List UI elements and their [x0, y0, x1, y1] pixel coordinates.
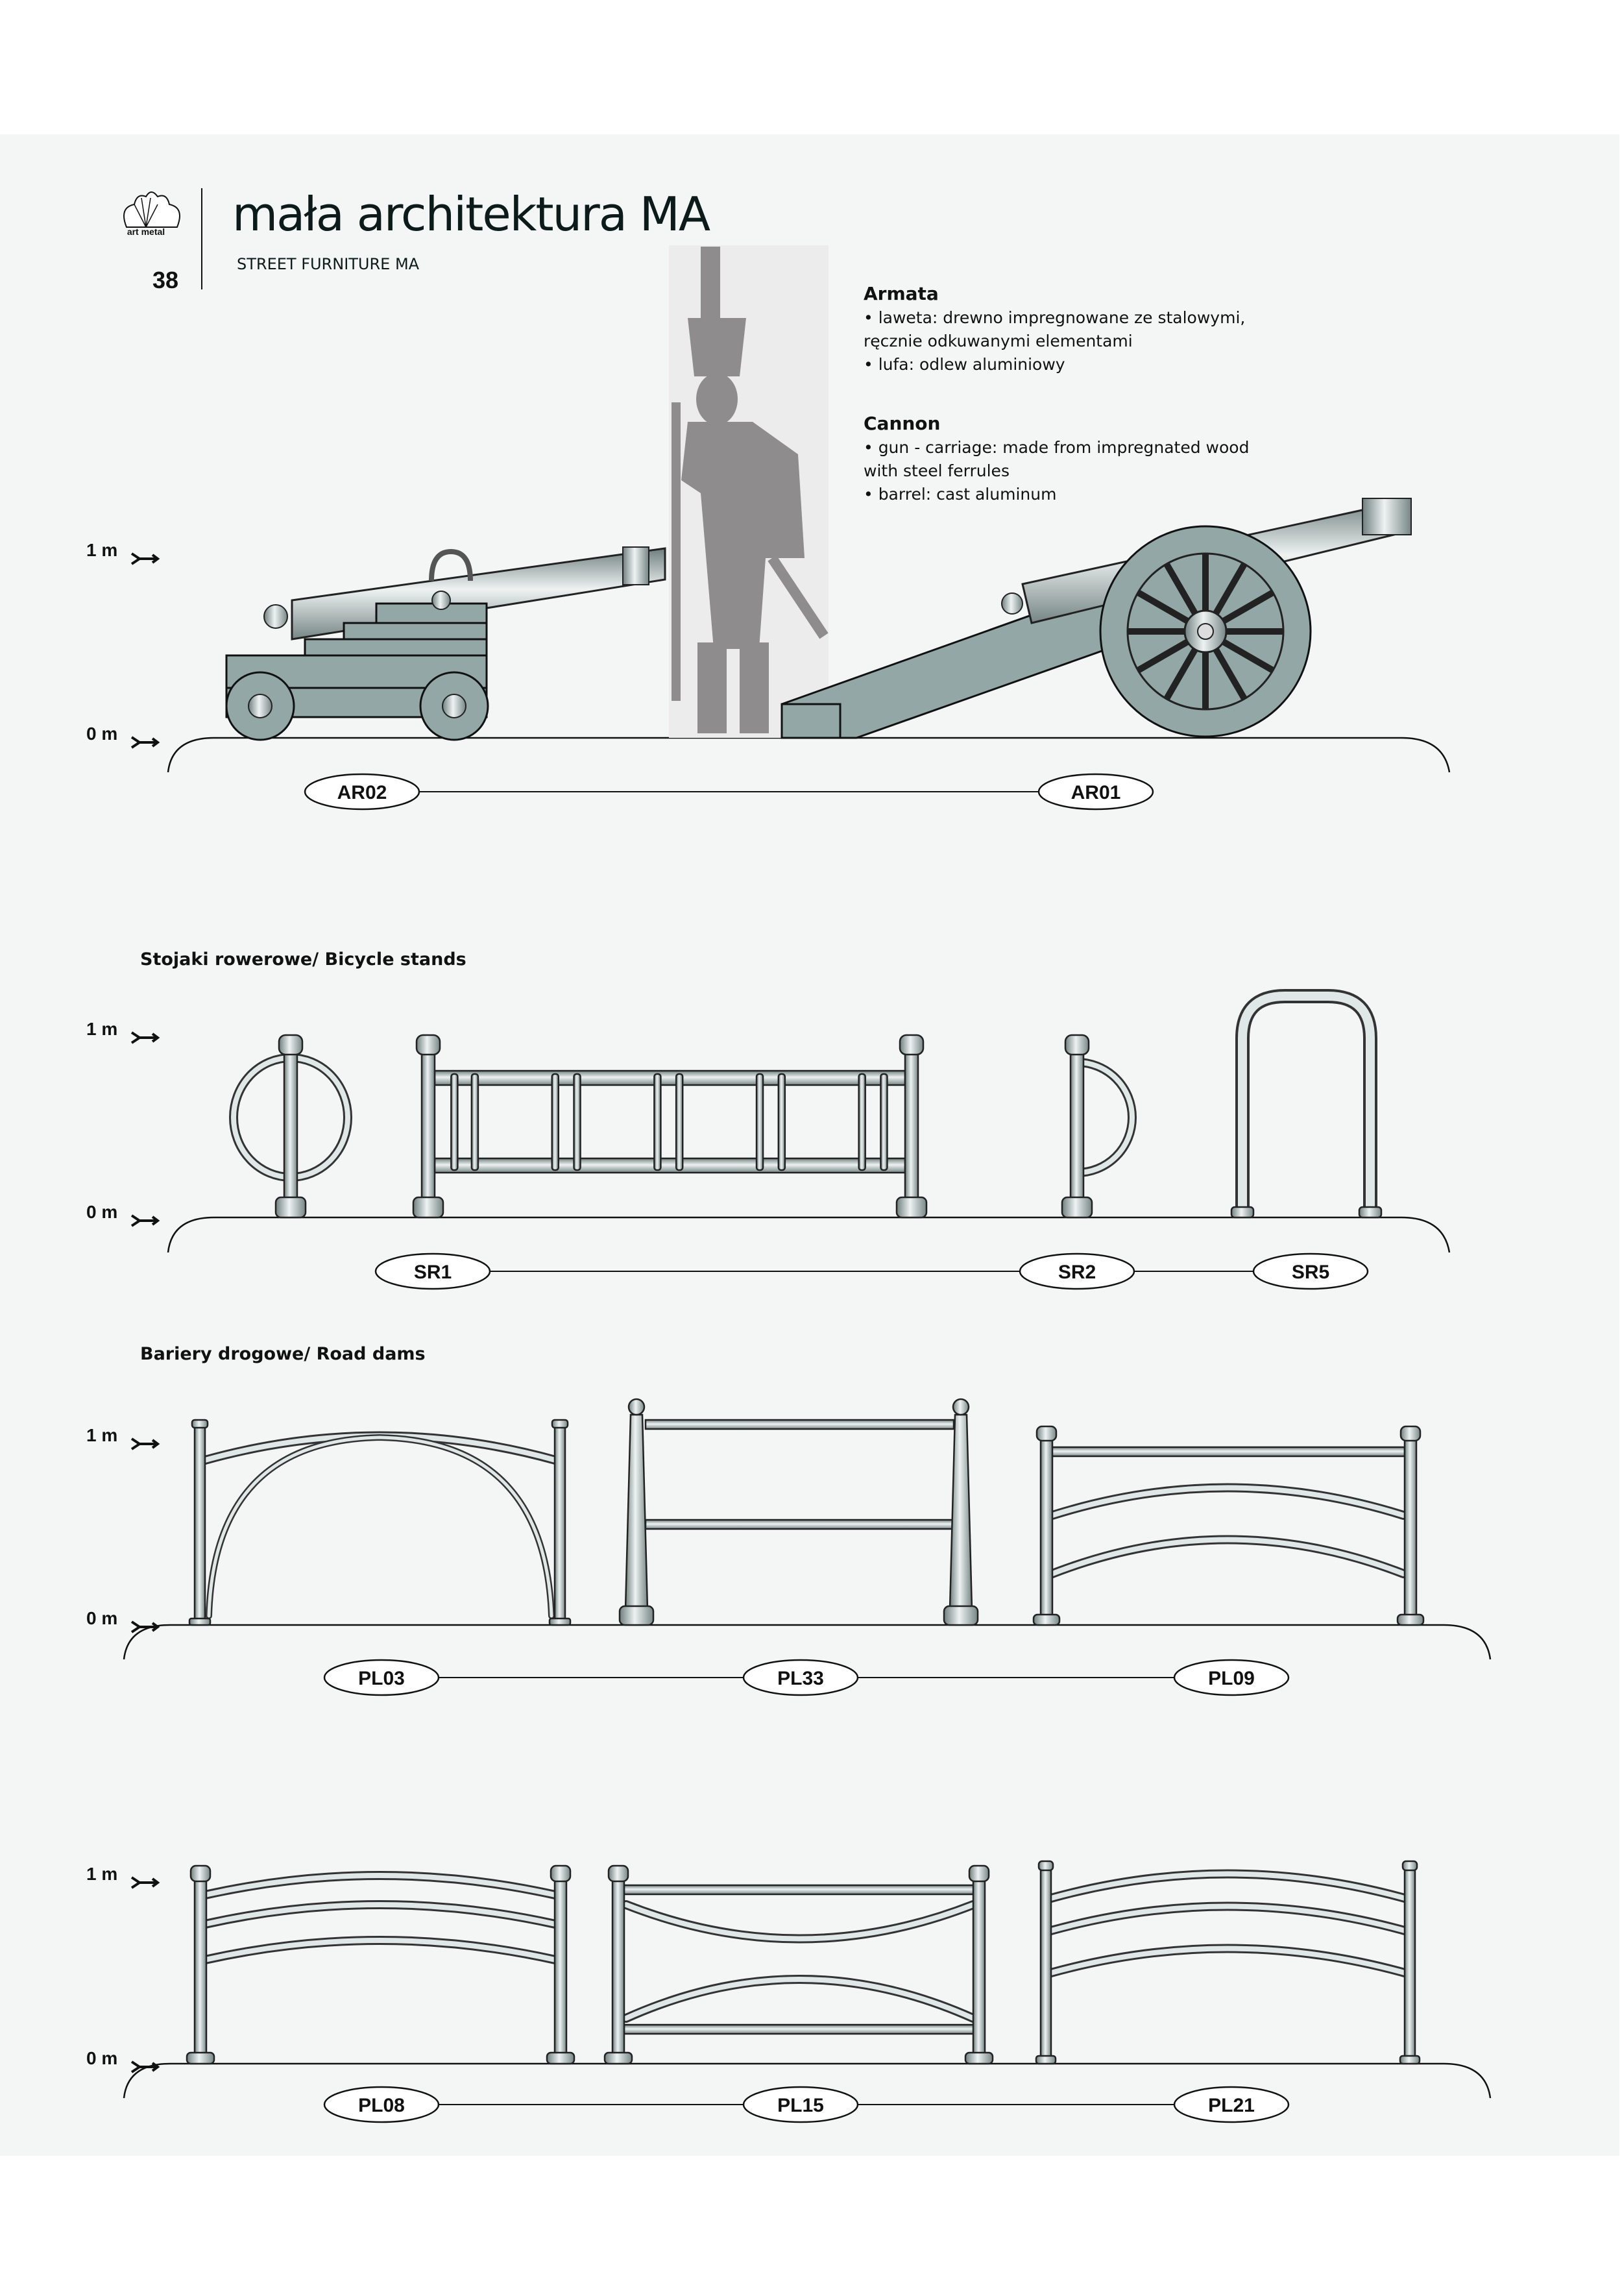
product-code-label: AR01	[1037, 773, 1154, 811]
rack-bar	[675, 1073, 684, 1171]
barrier-pl21-drawing	[1035, 1860, 1421, 2065]
arrow-icon	[130, 1437, 160, 1450]
height-marker: 0 m	[86, 724, 160, 749]
rack-bar	[777, 1073, 786, 1171]
logo-text: art metal	[127, 226, 165, 237]
cannon-ar02-drawing	[225, 546, 666, 741]
product-code-label: PL03	[323, 1659, 440, 1696]
height-marker: 1 m	[86, 1864, 160, 1889]
desc-en-line: • gun - carriage: made from impregnated …	[864, 438, 1249, 457]
product-code-label: PL09	[1173, 1659, 1290, 1696]
height-marker: 1 m	[86, 540, 160, 565]
ground-line	[167, 1216, 1451, 1253]
wheel-spoke	[1136, 639, 1189, 674]
product-code: AR01	[1071, 782, 1121, 803]
page-subtitle: STREET FURNITURE MA	[237, 255, 420, 273]
height-marker-label: 0 m	[86, 1608, 117, 1628]
product-code-label: AR02	[304, 773, 420, 811]
product-code: PL08	[358, 2095, 405, 2116]
desc-en-line: • barrel: cast aluminum	[864, 485, 1056, 504]
height-marker: 1 m	[86, 1019, 160, 1044]
height-marker-label: 0 m	[86, 2048, 117, 2068]
rack-bar	[755, 1073, 764, 1171]
cannon-ar01-drawing	[781, 498, 1412, 739]
height-marker: 0 m	[86, 1202, 160, 1227]
product-code: AR02	[337, 782, 387, 803]
desc-pl-title: Armata	[864, 283, 939, 304]
section-title-road: Bariery drogowe/ Road dams	[140, 1344, 426, 1364]
rack-bar	[880, 1073, 888, 1171]
barrier-pl15-drawing	[603, 1864, 994, 2065]
barrier-pl08-drawing	[186, 1864, 575, 2065]
wheel-spoke	[1222, 589, 1275, 624]
height-marker-label: 1 m	[86, 1019, 117, 1039]
rack-bar	[653, 1073, 662, 1171]
ground-line	[123, 1624, 1492, 1660]
bicycle-stand-sr5-drawing	[1230, 989, 1383, 1219]
product-code-label: PL15	[742, 2086, 859, 2123]
barrier-pl03-drawing	[188, 1419, 572, 1626]
height-marker-label: 1 m	[86, 1864, 117, 1884]
product-code-label: SR2	[1019, 1252, 1135, 1290]
ground-line	[123, 2062, 1492, 2099]
wheel-spoke	[1222, 639, 1275, 674]
desc-en-line: with steel ferrules	[864, 461, 1010, 480]
product-code: PL09	[1208, 1668, 1255, 1689]
bicycle-stand-ring-drawing	[229, 1034, 352, 1219]
product-code: PL33	[777, 1668, 824, 1689]
product-code: PL15	[777, 2095, 824, 2116]
wheel-spoke	[1213, 562, 1248, 615]
rack-bar	[573, 1073, 581, 1171]
product-code: PL21	[1208, 2095, 1255, 2116]
arrow-icon	[130, 1876, 160, 1889]
product-code: SR5	[1292, 1262, 1329, 1283]
product-code-label: SR1	[374, 1252, 491, 1290]
arrow-icon	[130, 1031, 160, 1044]
desc-en-title: Cannon	[864, 413, 940, 434]
rack-bar	[450, 1073, 459, 1171]
product-code-label: PL08	[323, 2086, 440, 2123]
barrier-pl33-drawing	[618, 1398, 979, 1626]
cannon-description: Armata • laweta: drewno impregnowane ze …	[864, 283, 1249, 504]
height-marker: 0 m	[86, 2048, 160, 2073]
product-code: SR2	[1058, 1262, 1096, 1283]
height-marker-label: 1 m	[86, 1425, 117, 1445]
wheel-spoke	[1213, 648, 1248, 701]
soldier-silhouette	[669, 245, 829, 738]
product-code-label: PL33	[742, 1659, 859, 1696]
page-number: 38	[152, 267, 178, 293]
height-marker-label: 1 m	[86, 540, 117, 560]
height-marker: 1 m	[86, 1425, 160, 1450]
product-code: PL03	[358, 1668, 405, 1689]
arrow-icon	[130, 552, 160, 565]
page-title: mała architektura MA	[232, 187, 710, 241]
bicycle-stand-sr1-drawing	[412, 1034, 928, 1219]
section-title-bicycle: Stojaki rowerowe/ Bicycle stands	[140, 949, 466, 970]
height-marker-label: 0 m	[86, 1202, 117, 1222]
height-marker-label: 0 m	[86, 724, 117, 744]
arrow-icon	[130, 1214, 160, 1227]
art-metal-logo: art metal	[123, 191, 180, 237]
height-marker: 0 m	[86, 1608, 160, 1633]
wheel-spoke	[1136, 589, 1189, 624]
bicycle-stand-sr2-drawing	[1061, 1034, 1137, 1219]
desc-pl-line: • lufa: odlew aluminiowy	[864, 355, 1065, 374]
desc-pl-line: • laweta: drewno impregnowane ze stalowy…	[864, 308, 1245, 327]
desc-pl-line: ręcznie odkuwanymi elementami	[864, 332, 1133, 350]
rack-bar	[551, 1073, 560, 1171]
product-code-label: PL21	[1173, 2086, 1290, 2123]
rack-bar	[470, 1073, 479, 1171]
arrow-icon	[130, 736, 160, 749]
wheel-spoke	[1163, 562, 1198, 615]
product-code: SR1	[414, 1262, 452, 1283]
barrier-pl09-drawing	[1032, 1425, 1425, 1626]
wheel-spoke	[1163, 648, 1198, 701]
rack-bar	[858, 1073, 866, 1171]
product-code-label: SR5	[1252, 1252, 1369, 1290]
